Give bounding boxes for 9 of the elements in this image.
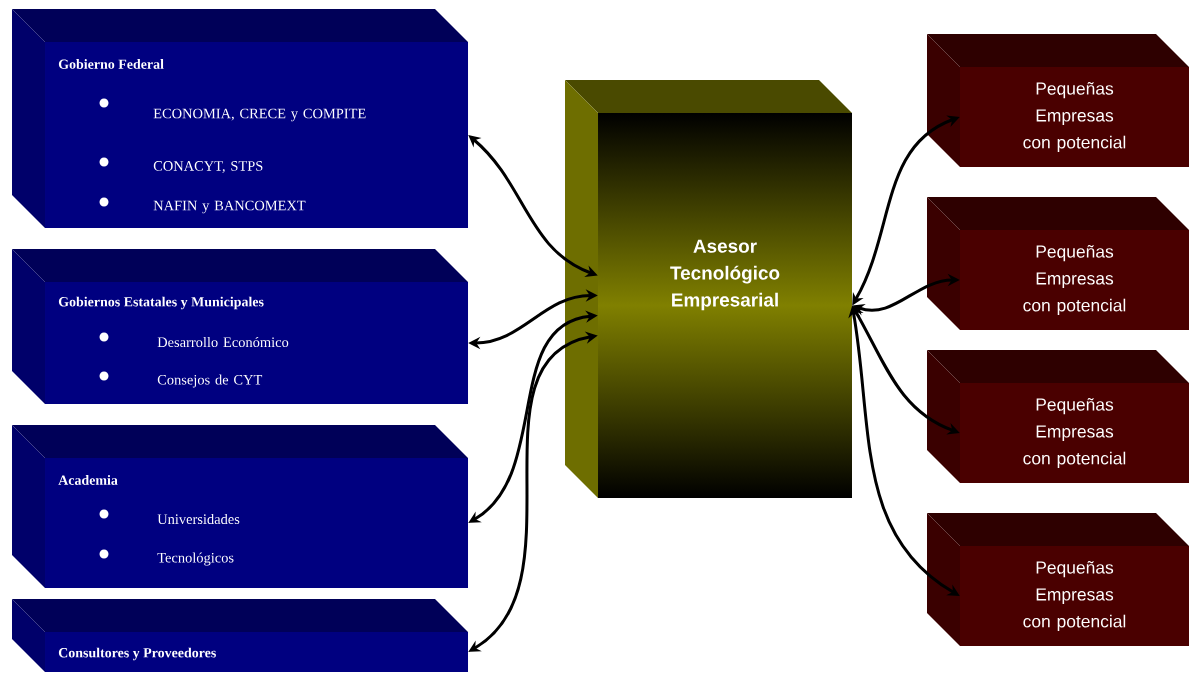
block-box: Gobiernos Estatales y Municipales Desarrollo Económico Consejos de CYT [12,249,468,404]
block-box: Pequeñas Empresas con potencial [927,350,1189,483]
block-box: Pequeñas Empresas con potencial [927,197,1189,330]
block-box: Consultores y Proveedores [12,599,468,672]
block-box: Academia Universidades Tecnológicos [12,425,468,588]
block-box: Pequeñas Empresas con potencial [927,34,1189,167]
block-box: Asesor Tecnológico Empresarial [565,80,852,498]
block-box: Gobierno Federal ECONOMIA, CRECE y COMPITE CONACYT, STPS NAFIN y BANCOMEXT [12,9,468,228]
block-box: Pequeñas Empresas con potencial [927,513,1189,646]
